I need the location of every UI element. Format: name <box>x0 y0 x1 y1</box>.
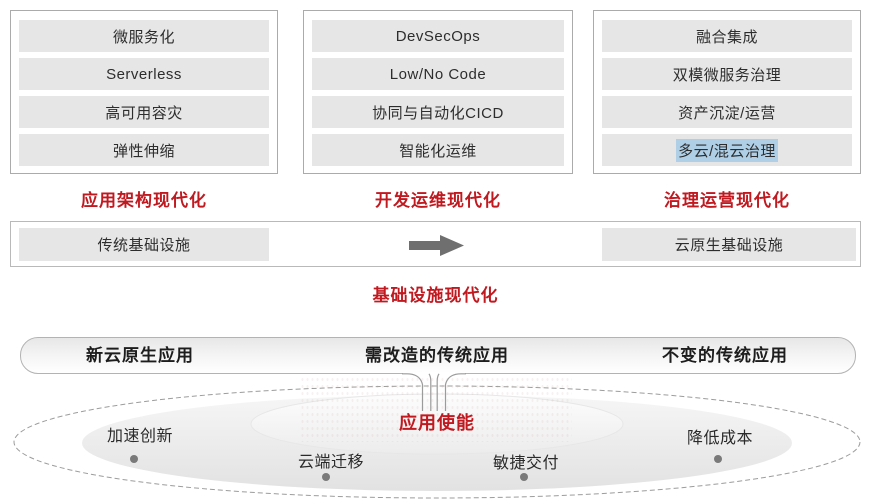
panel-label-governance: 治理运营现代化 <box>664 191 790 210</box>
capability-item-label: 资产沉淀/运营 <box>678 104 776 122</box>
infrastructure-modernization-label: 基础设施现代化 <box>372 286 499 305</box>
capability-item-label: 智能化运维 <box>399 142 477 160</box>
capability-item: Serverless <box>19 58 269 90</box>
capability-item-label: 协同与自动化CICD <box>372 104 504 122</box>
app-type-new-cloud-native: 新云原生应用 <box>86 346 194 365</box>
platform-ellipse-graphic <box>13 385 861 499</box>
app-type-unchanged: 不变的传统应用 <box>662 346 788 365</box>
capability-item: Low/No Code <box>312 58 564 90</box>
traditional-infrastructure-bar: 传统基础设施 <box>19 228 269 261</box>
capability-item: 高可用容灾 <box>19 96 269 128</box>
capability-item-label-highlighted: 多云/混云治理 <box>676 138 778 162</box>
capability-item: 资产沉淀/运营 <box>602 96 852 128</box>
capability-item: 融合集成 <box>602 20 852 52</box>
benefit-dot <box>130 455 138 463</box>
panel-app-architecture: 微服务化 Serverless 高可用容灾 弹性伸缩 <box>10 10 278 174</box>
cloud-native-infrastructure-bar: 云原生基础设施 <box>602 228 856 261</box>
capability-item-label: Serverless <box>106 65 182 83</box>
benefit-dot <box>322 473 330 481</box>
benefit-agile-delivery: 敏捷交付 <box>492 455 560 472</box>
benefit-accelerate-innovation: 加速创新 <box>106 428 174 445</box>
capability-item-highlighted: 多云/混云治理 <box>602 134 852 166</box>
platform-dashed-ellipse <box>13 385 861 499</box>
capability-item-label: 微服务化 <box>112 28 175 46</box>
funnel-connector <box>402 371 466 411</box>
app-type-to-be-transformed: 需改造的传统应用 <box>365 346 509 365</box>
traditional-infrastructure-label: 传统基础设施 <box>97 237 191 254</box>
panel-label-devops: 开发运维现代化 <box>375 191 501 210</box>
capability-item: 协同与自动化CICD <box>312 96 564 128</box>
capability-item-label: Low/No Code <box>389 65 487 83</box>
panel-devops: DevSecOps Low/No Code 协同与自动化CICD 智能化运维 <box>303 10 573 174</box>
panel-governance: 融合集成 双模微服务治理 资产沉淀/运营 多云/混云治理 <box>593 10 861 174</box>
capability-item-label: 高可用容灾 <box>105 104 183 122</box>
cloud-native-infrastructure-label: 云原生基础设施 <box>674 237 784 254</box>
benefit-cloud-migration: 云端迁移 <box>297 454 365 471</box>
applications-bar <box>20 337 856 374</box>
benefit-reduce-cost: 降低成本 <box>686 430 754 447</box>
capability-item-label: 融合集成 <box>695 28 758 46</box>
capability-item-label: DevSecOps <box>395 27 481 45</box>
infrastructure-band: 传统基础设施 云原生基础设施 <box>10 221 861 267</box>
benefit-dot <box>520 473 528 481</box>
capability-item: 智能化运维 <box>312 134 564 166</box>
capability-item-label: 弹性伸缩 <box>112 142 175 160</box>
panel-label-app-architecture: 应用架构现代化 <box>81 191 207 210</box>
right-arrow-icon <box>409 235 464 256</box>
capability-item-label: 双模微服务治理 <box>672 66 782 84</box>
capability-item: 弹性伸缩 <box>19 134 269 166</box>
capability-item: 微服务化 <box>19 20 269 52</box>
capability-item: DevSecOps <box>312 20 564 52</box>
app-enablement-label: 应用使能 <box>399 413 475 433</box>
benefit-dot <box>714 455 722 463</box>
capability-item: 双模微服务治理 <box>602 58 852 90</box>
